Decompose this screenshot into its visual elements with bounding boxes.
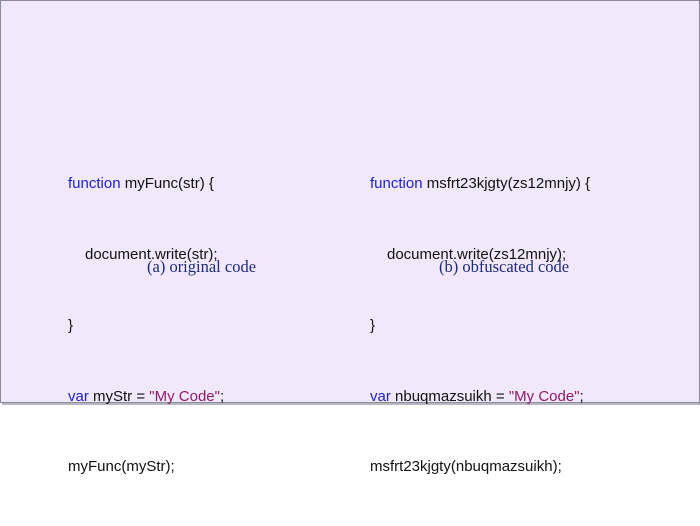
code-text: document.write(str); bbox=[85, 245, 218, 263]
code-text: myFunc(str) { bbox=[120, 175, 214, 193]
code-line: } bbox=[68, 314, 224, 338]
original-code-panel: function myFunc(str) { document.write(st… bbox=[68, 125, 224, 526]
keyword: var bbox=[68, 387, 89, 405]
code-text: nbuqmazsuikh = bbox=[390, 387, 509, 405]
code-text: msfrt23kjgty(nbuqmazsuikh); bbox=[370, 458, 562, 476]
code-line: } bbox=[370, 314, 590, 338]
obfuscated-caption: (b) obfuscated code bbox=[439, 257, 570, 276]
code-line: myFunc(myStr); bbox=[68, 455, 224, 479]
code-line: msfrt23kjgty(nbuqmazsuikh); bbox=[370, 455, 590, 479]
code-text: document.write(zs12mnjy); bbox=[387, 245, 567, 263]
code-text: } bbox=[370, 316, 376, 334]
code-text: ; bbox=[579, 387, 584, 405]
code-text: msfrt23kjgty(zs12mnjy) { bbox=[422, 175, 591, 193]
string-literal: "My Code" bbox=[149, 387, 220, 405]
code-line: function msfrt23kjgty(zs12mnjy) { bbox=[370, 172, 590, 196]
original-code-block: function myFunc(str) { document.write(st… bbox=[68, 125, 224, 526]
code-text: ; bbox=[219, 387, 225, 405]
code-line: document.write(zs12mnjy); bbox=[370, 243, 590, 267]
original-caption: (a) original code bbox=[147, 257, 257, 276]
obfuscated-code-panel: function msfrt23kjgty(zs12mnjy) { docume… bbox=[370, 125, 590, 526]
keyword: function bbox=[68, 175, 121, 193]
code-line: var nbuqmazsuikh = "My Code"; bbox=[370, 385, 590, 409]
code-line: var myStr = "My Code"; bbox=[68, 385, 224, 409]
code-text: myStr = bbox=[88, 387, 150, 405]
figure-frame: function myFunc(str) { document.write(st… bbox=[0, 0, 700, 475]
code-text: } bbox=[68, 316, 74, 334]
keyword: function bbox=[370, 175, 423, 193]
code-line: document.write(str); bbox=[68, 243, 224, 267]
obfuscated-code-block: function msfrt23kjgty(zs12mnjy) { docume… bbox=[370, 125, 590, 526]
keyword: var bbox=[370, 387, 391, 405]
code-text: myFunc(myStr); bbox=[68, 458, 175, 476]
string-literal: "My Code" bbox=[508, 387, 580, 405]
code-line: function myFunc(str) { bbox=[68, 172, 224, 196]
